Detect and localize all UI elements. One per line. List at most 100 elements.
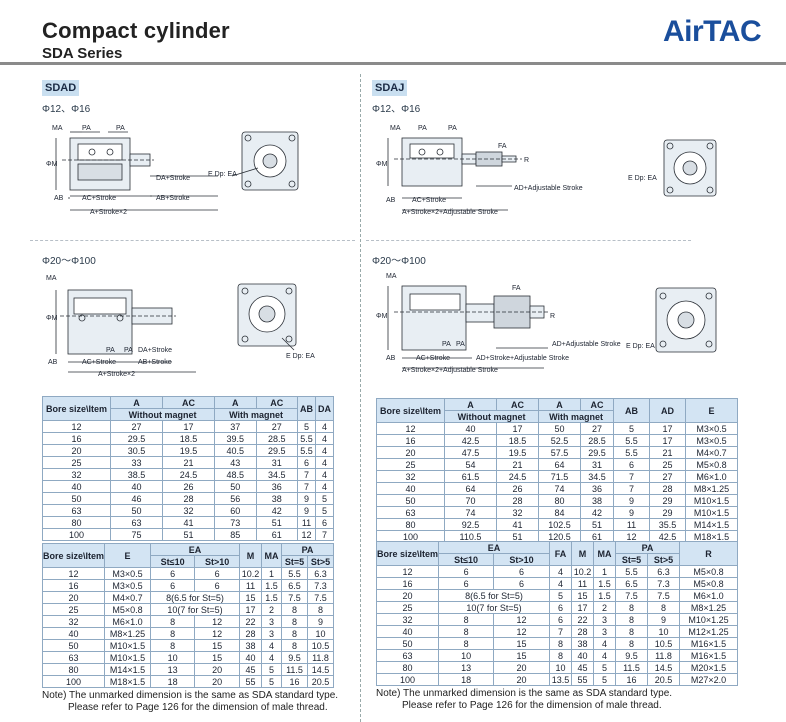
table-cell: 4	[261, 651, 282, 664]
label-pa: PA	[448, 125, 457, 132]
label-ab: AB	[386, 355, 396, 362]
col-header: A	[214, 396, 257, 409]
table-cell: 50	[214, 480, 257, 493]
label-ma: MA	[390, 125, 401, 132]
table-cell: M8×1.25	[104, 627, 152, 640]
label-ab-stroke: AB+Stroke	[156, 195, 190, 202]
table-cell: 3	[261, 627, 282, 640]
table-cell: 7	[315, 528, 334, 541]
table-cell: 51	[162, 528, 216, 541]
table-cell: 4	[549, 577, 572, 590]
label-pa: PA	[442, 341, 451, 348]
table-cell: 33	[109, 456, 164, 469]
table-cell: 10	[647, 625, 680, 638]
table-cell: 38	[579, 494, 615, 507]
table-cell: 43	[214, 456, 257, 469]
table-cell: M6×1.0	[679, 589, 738, 602]
table-cell: 29.5	[579, 446, 615, 459]
table-cell: 4	[549, 565, 572, 578]
label-ad-adjustable: AD+Adjustable Stroke	[552, 341, 621, 348]
table-cell: 8	[549, 637, 572, 650]
table-cell: 8(6.5 for St=5)	[150, 591, 240, 604]
table-cell: 57.5	[538, 446, 581, 459]
table-cell: 20	[376, 446, 445, 459]
table-cell: 7.3	[647, 577, 680, 590]
col-header: PA	[615, 541, 680, 554]
label-pa: PA	[456, 341, 465, 348]
table-cell: 51	[495, 530, 540, 543]
col-header: With magnet	[214, 408, 298, 421]
table-cell: 84	[538, 506, 581, 519]
table-cell: 42	[579, 506, 615, 519]
table-cell: 21	[162, 456, 216, 469]
table-cell: 16	[281, 675, 308, 688]
table-cell: 38.5	[109, 468, 164, 481]
col-header: AC	[255, 396, 298, 409]
sdad-large-diagram: MA ΦM PA PA DA+Stroke AB AC+Stroke AB+St…	[46, 275, 315, 378]
table-cell: 5	[297, 420, 316, 433]
col-header: St≤10	[150, 555, 196, 568]
table-cell: 6	[438, 565, 495, 578]
table-cell: 32	[42, 468, 111, 481]
table-cell: 4	[315, 456, 334, 469]
table-cell: M8×1.25	[679, 601, 738, 614]
table-cell: 10.2	[239, 567, 262, 580]
table-cell: 74	[444, 506, 497, 519]
table-cell: 4	[593, 649, 616, 662]
label-ab: AB	[48, 359, 58, 366]
table-cell: 6	[493, 577, 550, 590]
table-cell: 8	[615, 601, 648, 614]
table-cell: 30.5	[109, 444, 164, 457]
col-header: A	[538, 398, 581, 411]
table-cell: 11.8	[307, 651, 334, 664]
table-cell: 29	[649, 494, 686, 507]
col-header: E	[104, 543, 152, 568]
table-cell: 28.5	[255, 432, 298, 445]
table-cell: 12	[375, 565, 440, 578]
label-ac-stroke: AC+Stroke	[412, 197, 446, 204]
table-cell: 3	[593, 613, 616, 626]
table-cell: M3×0.5	[104, 567, 152, 580]
table-cell: 20	[375, 589, 440, 602]
table-cell: 1.5	[261, 591, 282, 604]
table-cell: 40	[571, 649, 594, 662]
table-cell: 1	[593, 565, 616, 578]
table-cell: 11.8	[647, 649, 680, 662]
table-cell: 12	[194, 615, 240, 628]
table-cell: 8	[150, 627, 196, 640]
label-pa: PA	[82, 125, 91, 132]
table-cell: 4	[315, 444, 334, 457]
table-cell: 15	[493, 649, 550, 662]
table-cell: 27	[255, 420, 298, 433]
label-ma: MA	[386, 273, 397, 280]
table-cell: 8(6.5 for St=5)	[438, 589, 550, 602]
label-ab: AB	[54, 195, 64, 202]
sdaj-note-line-2: Please refer to Page 126 for the dimensi…	[402, 700, 662, 711]
table-cell: M10×1.5	[685, 506, 738, 519]
table-cell: 74	[538, 482, 581, 495]
label-ma: MA	[52, 125, 63, 132]
table-cell: 20	[41, 591, 106, 604]
table-cell: 8	[150, 615, 196, 628]
col-header: A	[109, 396, 164, 409]
table-cell: 5.5	[613, 446, 650, 459]
table-cell: 16	[375, 577, 440, 590]
col-header: AD	[649, 398, 686, 423]
col-header: R	[679, 541, 738, 566]
table-cell: 26	[495, 482, 540, 495]
table-cell: 40	[444, 422, 497, 435]
table-cell: 80	[376, 518, 445, 531]
table-cell: 100	[41, 675, 106, 688]
table-cell: M4×0.7	[685, 446, 738, 459]
table-cell: 48.5	[214, 468, 257, 481]
table-cell: 63	[376, 506, 445, 519]
